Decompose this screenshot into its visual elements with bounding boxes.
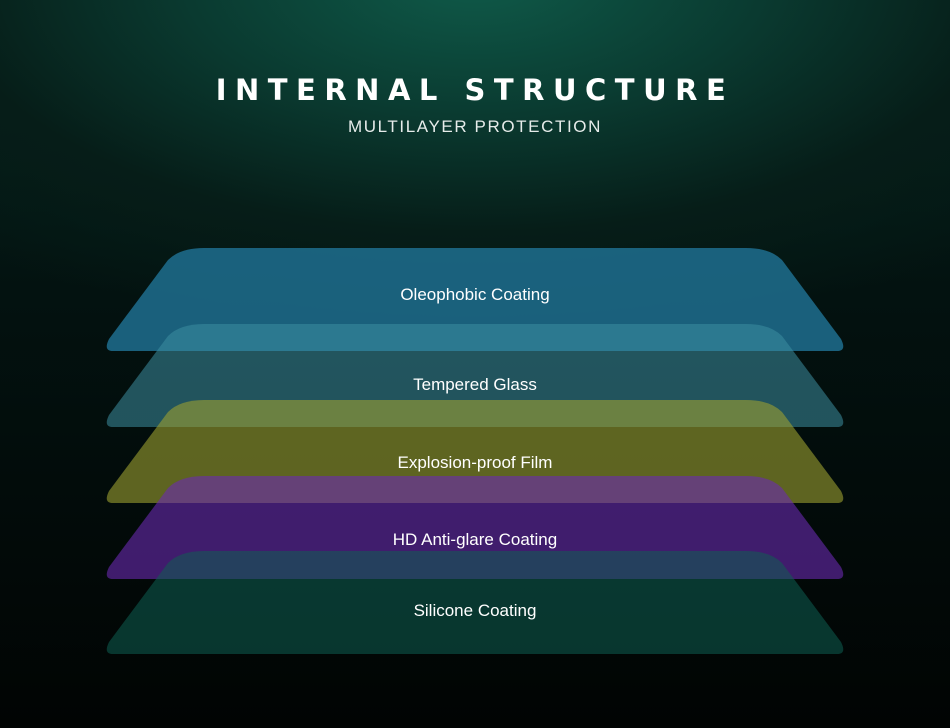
page-title: INTERNAL STRUCTURE bbox=[215, 73, 735, 107]
page-subtitle: MULTILAYER PROTECTION bbox=[348, 117, 602, 136]
layer-label-explosion-proof-film: Explosion-proof Film bbox=[398, 453, 553, 472]
layer-label-silicone-coating: Silicone Coating bbox=[414, 601, 537, 620]
layer-label-oleophobic-coating: Oleophobic Coating bbox=[400, 285, 549, 304]
layer-label-tempered-glass: Tempered Glass bbox=[413, 375, 537, 394]
layer-label-hd-anti-glare-coating: HD Anti-glare Coating bbox=[393, 530, 557, 549]
layer-silicone-coating bbox=[106, 551, 844, 654]
